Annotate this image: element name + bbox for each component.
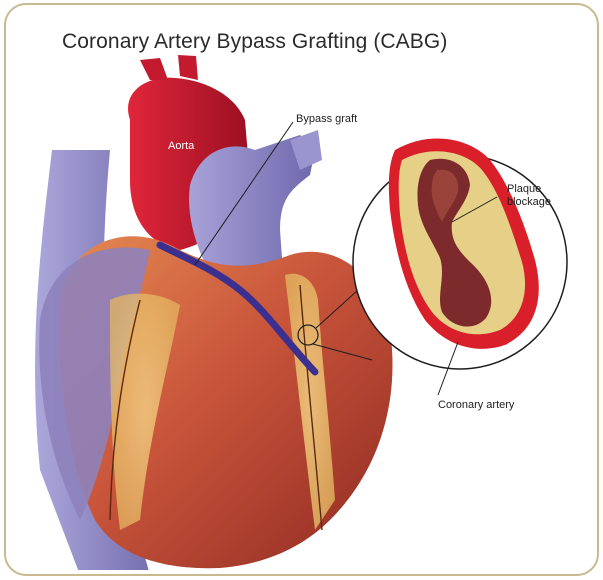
aorta-branch [178, 55, 198, 80]
bypass-graft-label: Bypass graft [296, 113, 357, 125]
page-title: Coronary Artery Bypass Grafting (CABG) [62, 30, 447, 54]
aorta-label: Aorta [168, 140, 195, 152]
plaque-label-line2: blockage [507, 196, 551, 208]
plaque-label-line1: Plaque [507, 183, 541, 195]
coronary-artery-label: Coronary artery [438, 399, 515, 411]
aorta-branch [140, 58, 168, 80]
